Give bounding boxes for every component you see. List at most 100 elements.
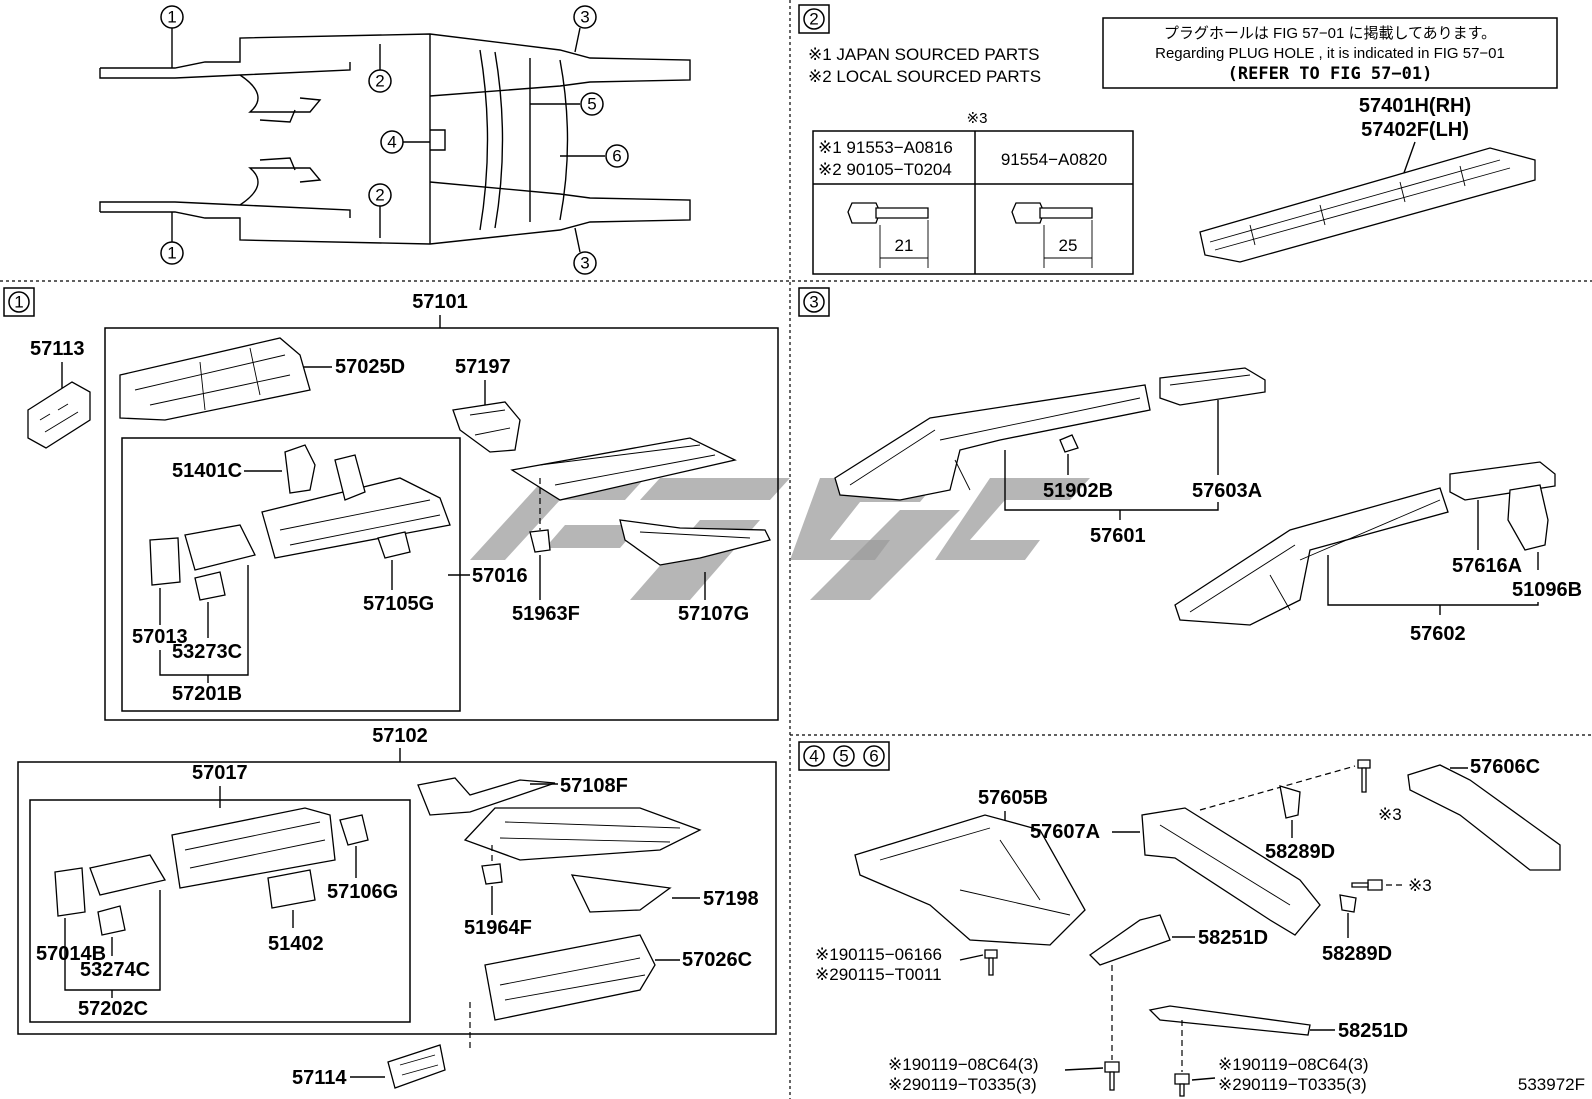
bolt-shank-right-icon bbox=[1039, 207, 1093, 219]
bracket-57602 bbox=[1327, 555, 1539, 606]
bolt-left-length: 21 bbox=[895, 236, 914, 255]
label-57016: 57016 bbox=[472, 565, 528, 587]
part-57026c bbox=[484, 934, 656, 1021]
section-marker-2: 2 bbox=[798, 4, 830, 34]
part-51401c bbox=[284, 444, 316, 494]
bolt-table: ※3 ※1 91553−A0816 ※2 90105−T0204 91554−A… bbox=[812, 110, 1134, 275]
label-57026c: 57026C bbox=[682, 949, 752, 971]
figure-id: 533972F bbox=[1518, 1075, 1585, 1094]
label-53273c: 53273C bbox=[172, 641, 242, 663]
label-51963f: 51963F bbox=[512, 603, 580, 625]
part-57106g bbox=[339, 814, 369, 846]
bolt-icon-top bbox=[1357, 759, 1371, 793]
part-51096b bbox=[1507, 484, 1549, 551]
label-57014b: 57014B bbox=[36, 943, 106, 965]
label-57102: 57102 bbox=[372, 725, 428, 747]
label-57616a: 57616A bbox=[1452, 555, 1522, 577]
overview-callout-4: 4 bbox=[380, 130, 404, 154]
note-japan-sourced: ※1 JAPAN SOURCED PARTS bbox=[808, 45, 1040, 64]
label-57197: 57197 bbox=[455, 356, 511, 378]
refer-note-box: プラグホールは FIG 57−01 に掲載してあります。 Regarding P… bbox=[1102, 17, 1558, 89]
label-57605b: 57605B bbox=[978, 787, 1048, 809]
part-51902b bbox=[1059, 434, 1079, 453]
svg-text:6: 6 bbox=[869, 747, 878, 766]
svg-text:4: 4 bbox=[809, 747, 818, 766]
bolt-bottom-right-pn2: ※290119−T0335(3) bbox=[1218, 1075, 1367, 1094]
part-57605b-pan bbox=[854, 814, 1086, 946]
part-57017-member bbox=[171, 807, 336, 889]
svg-text:6: 6 bbox=[612, 147, 621, 166]
group-box-57101 bbox=[104, 327, 779, 721]
label-51402: 51402 bbox=[268, 933, 324, 955]
part-57602-rail bbox=[1174, 487, 1449, 626]
overview-frame-diagram bbox=[99, 27, 691, 253]
part-53274c bbox=[97, 905, 126, 936]
part-51963f bbox=[529, 529, 551, 553]
svg-text:2: 2 bbox=[375, 186, 384, 205]
part-57603a bbox=[1159, 367, 1266, 406]
mark3-top: ※3 bbox=[1378, 805, 1402, 824]
label-57113: 57113 bbox=[30, 338, 85, 360]
overview-callout-3-top: 3 bbox=[573, 5, 597, 29]
label-57105g: 57105G bbox=[363, 593, 434, 615]
bolt-icon-bottom-left bbox=[1104, 1061, 1120, 1091]
part-58289d-upper bbox=[1279, 785, 1301, 819]
bolt-head-left-icon bbox=[847, 202, 881, 224]
label-51964f: 51964F bbox=[464, 917, 532, 939]
svg-text:4: 4 bbox=[387, 133, 396, 152]
overview-callout-1-top: 1 bbox=[160, 5, 184, 29]
label-57602: 57602 bbox=[1410, 623, 1466, 645]
svg-text:2: 2 bbox=[375, 72, 384, 91]
label-57107g: 57107G bbox=[678, 603, 749, 625]
bolt-right-pn: 91554−A0820 bbox=[1001, 150, 1107, 169]
part-58289d-lower bbox=[1339, 894, 1357, 913]
leader-bolt-bottom-right bbox=[1191, 1077, 1216, 1081]
label-57108f: 57108F bbox=[560, 775, 628, 797]
part-57105g bbox=[377, 531, 411, 559]
part-57114-plate bbox=[387, 1044, 446, 1089]
part-57201b-bracket bbox=[184, 524, 256, 571]
dashed-link-bolt-top bbox=[1199, 765, 1356, 811]
part-57616a bbox=[1449, 461, 1556, 501]
refer-note-line1: プラグホールは FIG 57−01 に掲載してあります。 bbox=[1164, 25, 1496, 42]
svg-text:1: 1 bbox=[167, 8, 176, 27]
label-58251d-upper: 58251D bbox=[1198, 927, 1268, 949]
bolt-left-pn1-label: ※190115−06166 bbox=[815, 945, 942, 964]
bolt-head-right-icon bbox=[1011, 202, 1045, 224]
label-57201b: 57201B bbox=[172, 683, 242, 705]
svg-text:1: 1 bbox=[14, 293, 23, 312]
overview-callout-5: 5 bbox=[580, 92, 604, 116]
svg-text:2: 2 bbox=[809, 10, 818, 29]
bolt-left-pn2: ※2 90105−T0204 bbox=[818, 160, 952, 179]
note-local-sourced: ※2 LOCAL SOURCED PARTS bbox=[808, 67, 1041, 86]
part-57014b bbox=[54, 867, 86, 917]
label-58289d-upper: 58289D bbox=[1265, 841, 1335, 863]
part-57108f bbox=[417, 777, 556, 816]
section-marker-456: 4 5 6 bbox=[798, 741, 890, 771]
bolt-bottom-left-pn1: ※190119−08C64(3) bbox=[888, 1055, 1039, 1074]
overview-callout-6: 6 bbox=[605, 144, 629, 168]
bracket-57601 bbox=[1004, 450, 1219, 511]
refer-note-line2: Regarding PLUG HOLE , it is indicated in… bbox=[1155, 45, 1505, 62]
label-51902b: 51902B bbox=[1043, 480, 1113, 502]
bolt-bottom-right-pn1: ※190119−08C64(3) bbox=[1218, 1055, 1369, 1074]
label-57607a: 57607A bbox=[1030, 821, 1100, 843]
bolt-icon-bottom-right bbox=[1174, 1073, 1190, 1097]
bolt-shank-left-icon bbox=[875, 207, 929, 219]
bolt-table-mark: ※3 bbox=[967, 110, 988, 127]
leader-bolt-bottom-left bbox=[1064, 1067, 1104, 1071]
label-51401c: 51401C bbox=[172, 460, 242, 482]
leader-bolt-left bbox=[959, 954, 984, 961]
part-57197 bbox=[452, 401, 521, 453]
part-57108f-rail bbox=[463, 807, 702, 861]
overview-callout-2-bottom: 2 bbox=[368, 183, 392, 207]
section-marker-1: 1 bbox=[3, 287, 35, 317]
bolt-bottom-left-pn2: ※290119−T0335(3) bbox=[888, 1075, 1037, 1094]
svg-text:3: 3 bbox=[580, 8, 589, 27]
part-rocker-panel bbox=[1199, 147, 1536, 263]
part-57016-member bbox=[261, 454, 451, 559]
part-53273c bbox=[194, 571, 226, 601]
bracket-57201b bbox=[159, 565, 249, 676]
part-57198 bbox=[570, 874, 672, 913]
